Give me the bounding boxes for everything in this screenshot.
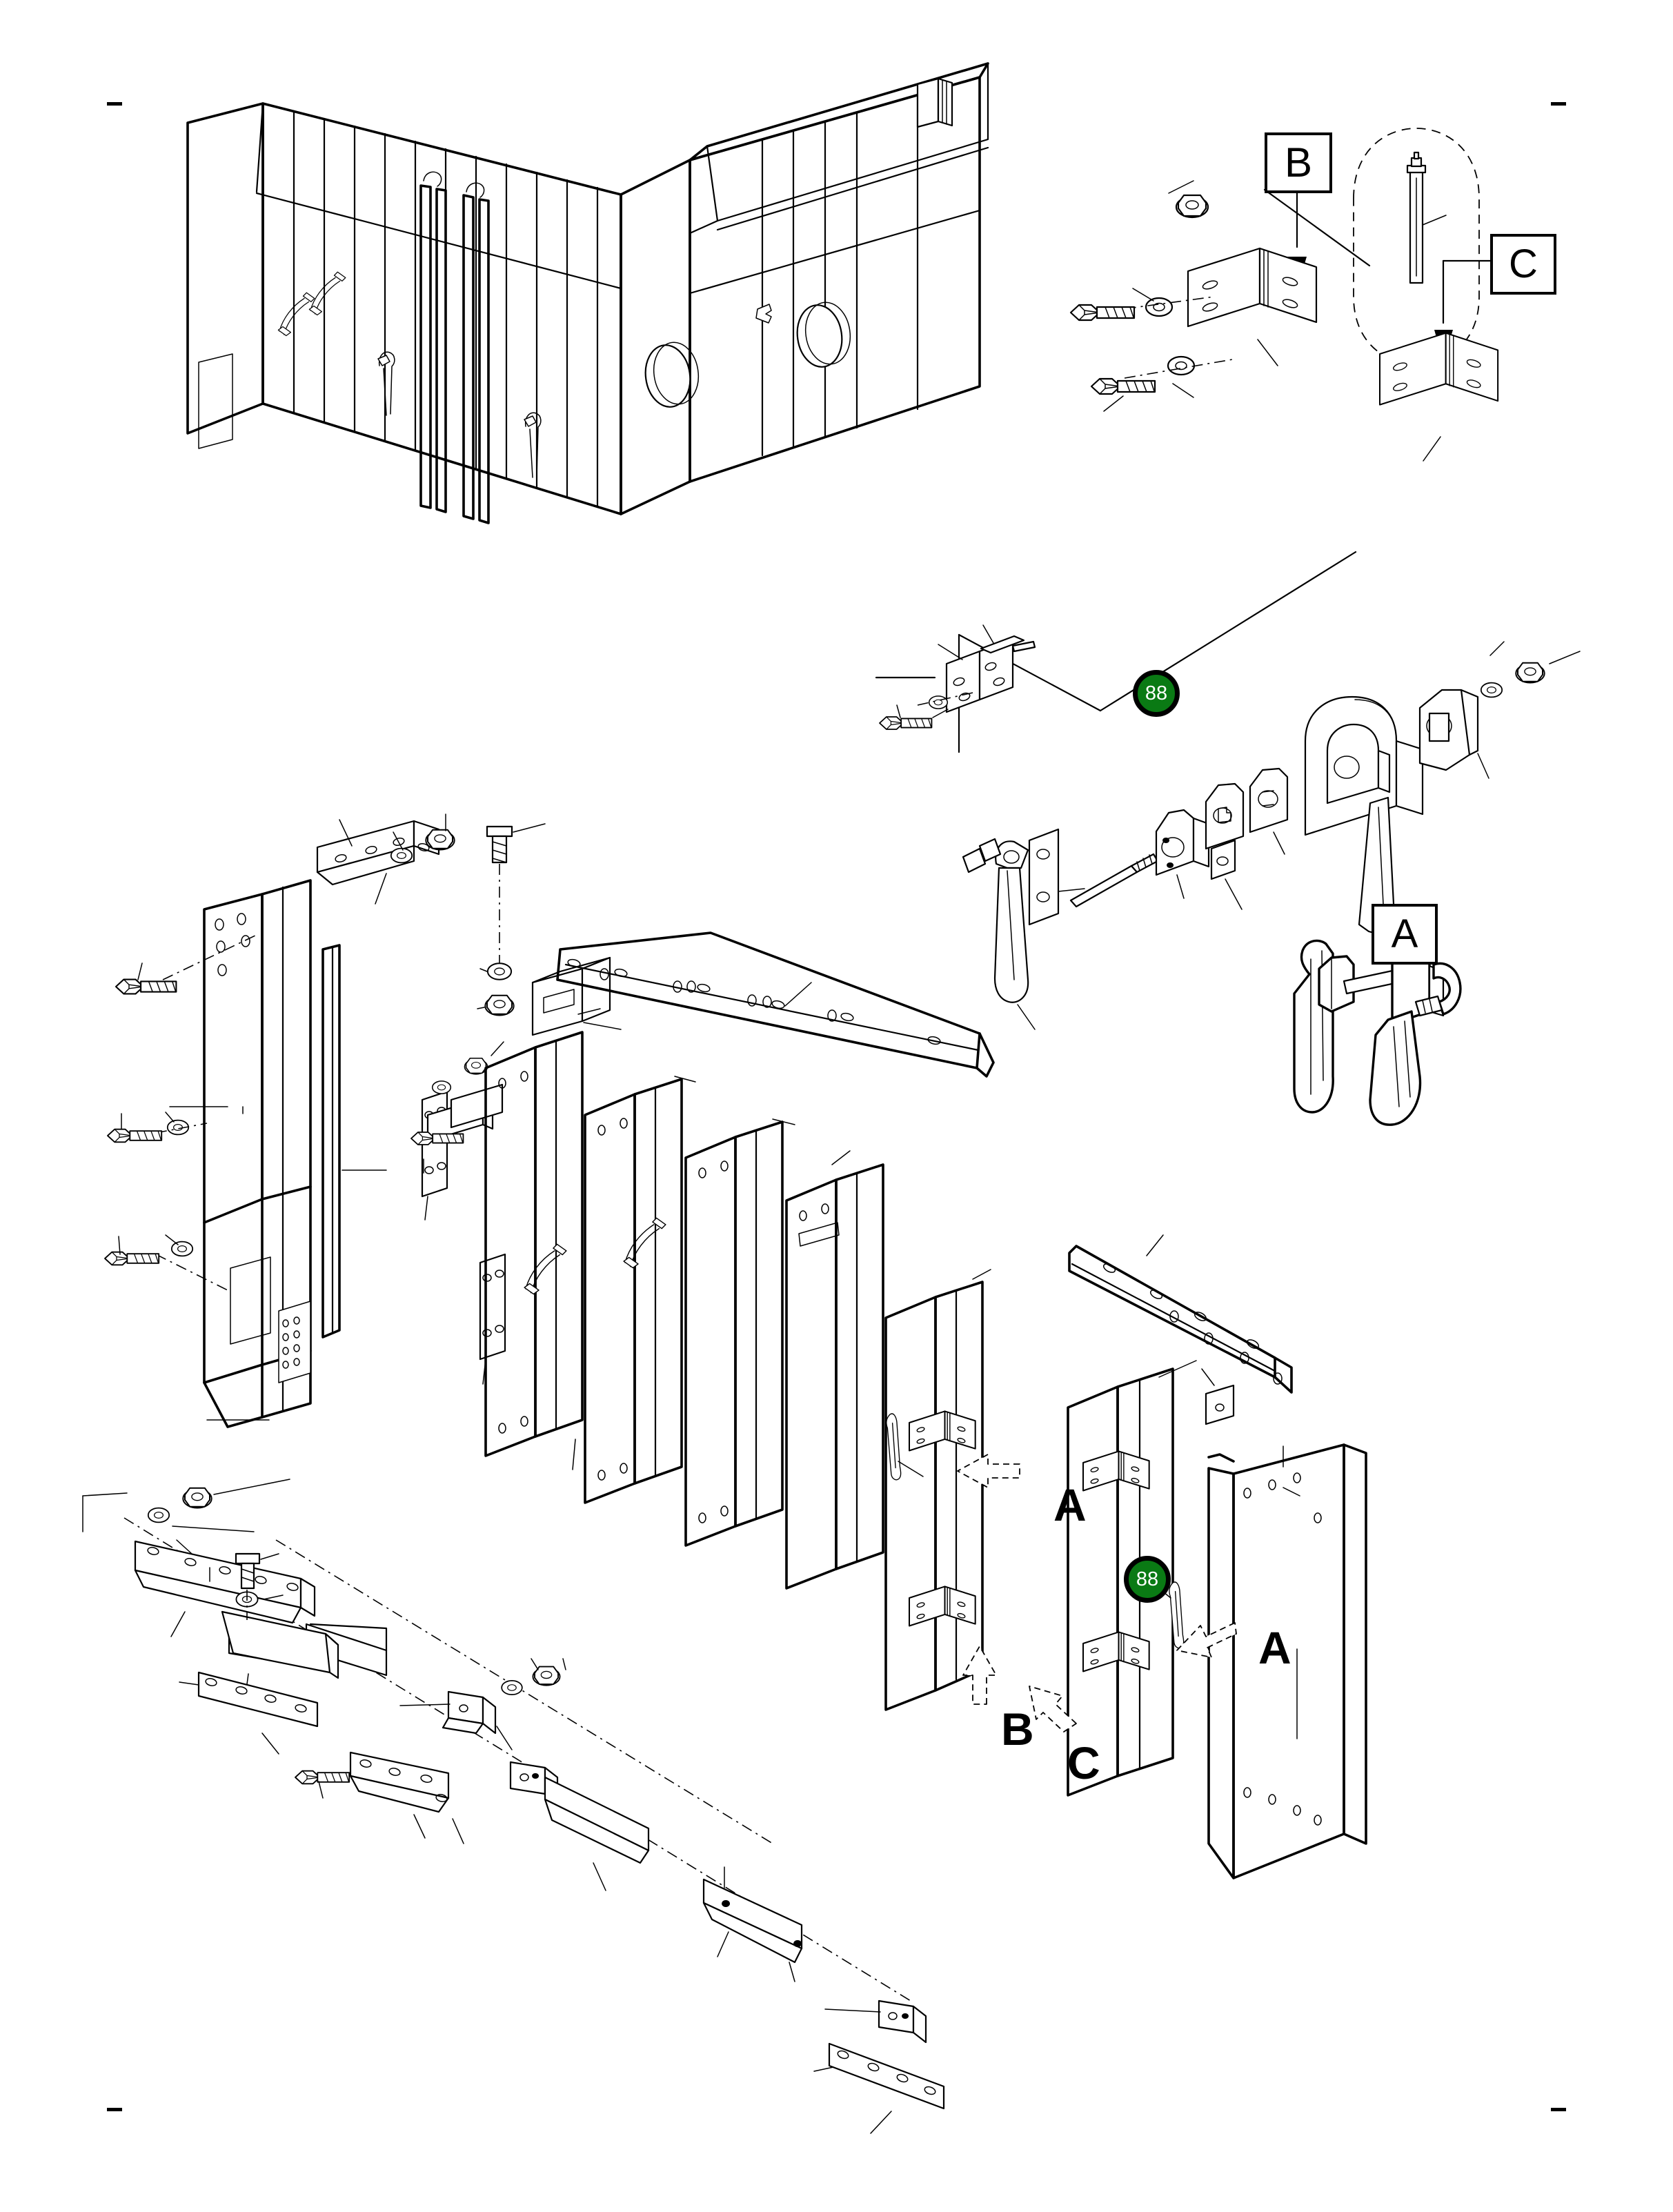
part-badge-88-door-number: 88 (1136, 1568, 1159, 1590)
cab-assembly-overview (186, 62, 989, 524)
detail-box-b[interactable]: B (1265, 132, 1332, 193)
detail-box-b-label: B (1284, 139, 1313, 186)
detail-b-hinge-exploded (1069, 180, 1371, 412)
arrow-label-b-bottom: B (1001, 1704, 1034, 1755)
rail-bracket-exploded (82, 1492, 945, 2134)
detail-box-c-label: C (1509, 241, 1538, 286)
reg-mark-top-right (1551, 102, 1566, 106)
reg-mark-bottom-right (1551, 2108, 1566, 2111)
part-badge-88-latch[interactable]: 88 (1133, 670, 1180, 717)
reg-mark-top-left (107, 102, 122, 106)
arrow-label-a-right: A (1258, 1622, 1291, 1673)
detail-box-c[interactable]: C (1490, 234, 1556, 295)
view-direction-arrows (957, 1454, 1237, 1732)
arrow-label-a-left: A (1053, 1479, 1087, 1530)
latch-mechanism-exploded (875, 551, 1581, 1030)
part-badge-88-door[interactable]: 88 (1124, 1556, 1171, 1603)
panel-stack-exploded (104, 813, 1367, 1879)
part-badge-88-latch-number: 88 (1145, 682, 1168, 704)
detail-box-a-handle[interactable]: A (1372, 904, 1438, 965)
detail-a-handle (1293, 939, 1462, 1126)
detail-c-hinge-plate (1378, 259, 1499, 462)
detail-box-a-label: A (1391, 911, 1418, 956)
arrow-label-c-bottom: C (1067, 1737, 1100, 1788)
reg-mark-bottom-left (107, 2108, 122, 2111)
hinge-pin-balloon (1353, 128, 1480, 365)
